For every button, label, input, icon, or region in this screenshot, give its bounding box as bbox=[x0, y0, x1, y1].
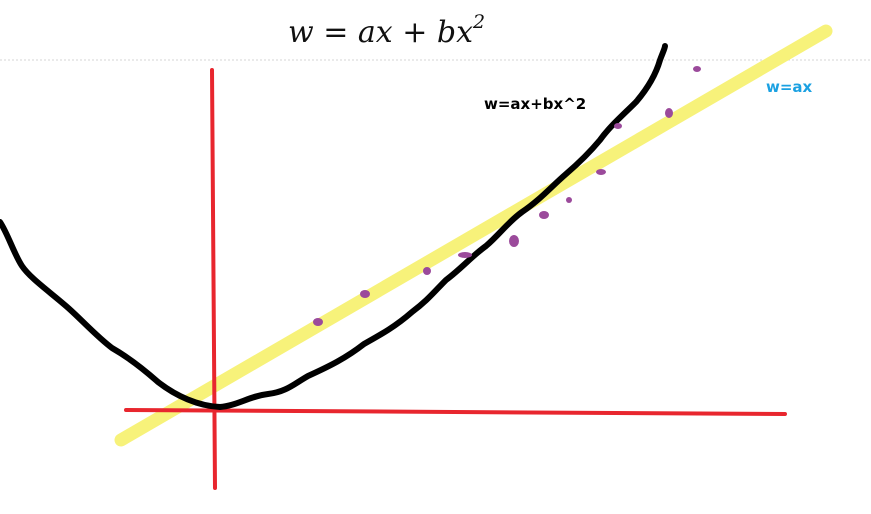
data-point bbox=[665, 108, 673, 118]
linear-label: w=ax bbox=[766, 78, 813, 96]
y-axis bbox=[210, 68, 217, 490]
data-point bbox=[360, 290, 370, 298]
data-point bbox=[539, 211, 549, 219]
data-point bbox=[509, 235, 519, 247]
x-axis bbox=[124, 408, 787, 416]
data-point bbox=[313, 318, 323, 326]
data-points bbox=[313, 66, 701, 326]
data-point bbox=[614, 123, 622, 129]
linear-model-line bbox=[114, 24, 833, 447]
quadratic-model-curve bbox=[0, 43, 668, 410]
title-base: w = ax + bx bbox=[288, 15, 473, 50]
data-point bbox=[693, 66, 701, 72]
title-equation: w = ax + bx2 bbox=[288, 11, 485, 50]
data-point bbox=[566, 197, 572, 203]
title-superscript: 2 bbox=[472, 11, 485, 33]
quadratic-label: w=ax+bx^2 bbox=[484, 95, 586, 113]
data-point bbox=[596, 169, 606, 175]
data-point bbox=[458, 252, 472, 258]
data-point bbox=[423, 267, 431, 275]
